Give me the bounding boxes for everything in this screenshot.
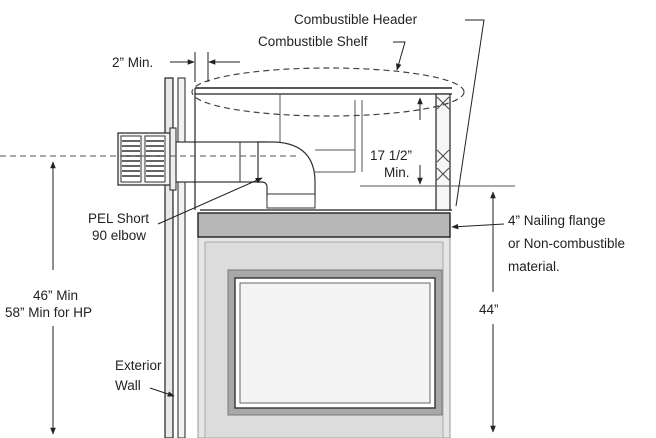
termination-cap	[117, 127, 177, 191]
label-90-elbow: 90 elbow	[92, 228, 146, 243]
label-exterior: Exterior	[115, 358, 162, 373]
exterior-wall-callout: Exterior Wall	[115, 358, 175, 397]
reference-lines	[0, 155, 515, 187]
nailing-flange-callout: 4” Nailing flange or Non-combustible mat…	[451, 213, 625, 274]
dimension-44in: 44”	[479, 191, 499, 433]
label-58in-min-hp: 58” Min for HP	[5, 305, 92, 320]
label-44in: 44”	[479, 302, 499, 317]
fireplace-unit	[197, 212, 451, 438]
label-pel-short: PEL Short	[88, 211, 149, 226]
exterior-wall	[164, 77, 186, 438]
combustible-shelf-callout: Combustible Shelf	[258, 34, 406, 71]
dimension-17-half: 17 1/2” Min.	[370, 97, 423, 185]
label-non-combustible: or Non-combustible	[508, 236, 625, 251]
label-combustible-header: Combustible Header	[294, 12, 418, 27]
label-46in-min: 46” Min	[33, 288, 78, 303]
framing-box	[194, 87, 452, 211]
label-material: material.	[508, 259, 560, 274]
pel-elbow-callout: PEL Short 90 elbow	[88, 177, 263, 243]
label-2in-min: 2” Min.	[112, 55, 153, 70]
dimension-46in-min: 46” Min 58” Min for HP	[5, 161, 92, 435]
label-wall: Wall	[115, 378, 141, 393]
label-17-half-min: Min.	[384, 165, 410, 180]
pel-short-90-elbow	[257, 141, 316, 209]
label-nailing-flange: 4” Nailing flange	[508, 213, 606, 228]
combustible-header-callout: Combustible Header	[294, 12, 485, 207]
label-17-half: 17 1/2”	[370, 148, 412, 163]
label-combustible-shelf: Combustible Shelf	[258, 34, 368, 49]
vent-pipe	[175, 141, 267, 183]
dimension-2in-min: 2” Min.	[112, 52, 240, 82]
combustible-shelf-outline	[191, 67, 465, 117]
